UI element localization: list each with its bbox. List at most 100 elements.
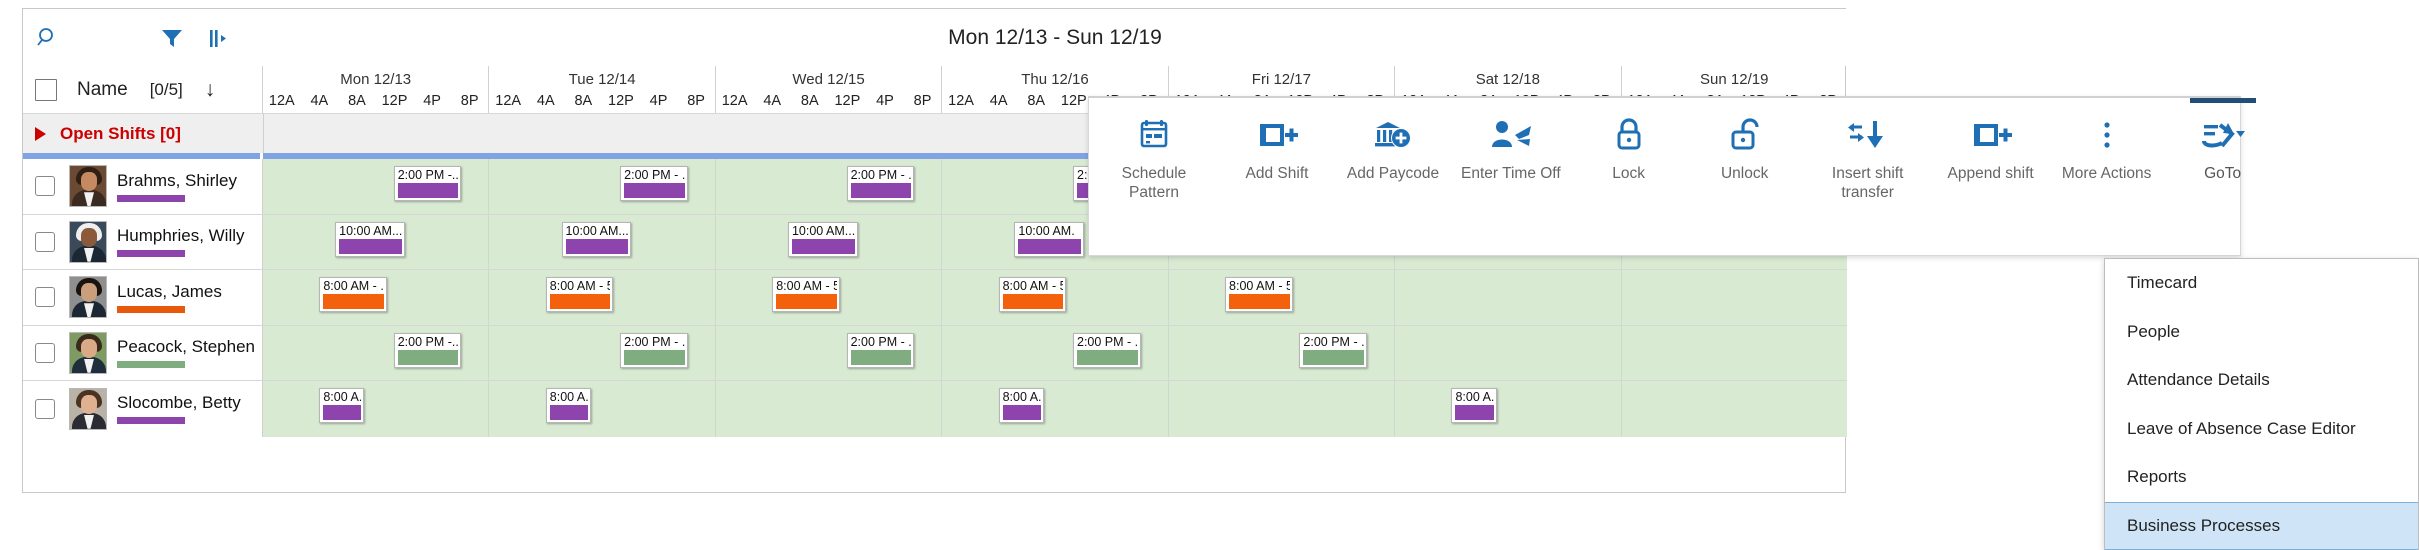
shift-chip[interactable]: 8:00 AM - 5... [545,277,614,312]
lock-icon [1609,112,1649,158]
schedule-cell[interactable] [1620,325,1847,380]
row-checkbox[interactable] [35,342,55,363]
schedule-cell[interactable] [1620,270,1847,325]
toolbar-button-enter-time-off[interactable]: Enter Time Off [1451,112,1571,183]
row-checkbox[interactable] [35,176,55,197]
filter-icon[interactable] [157,23,187,53]
shift-chip[interactable]: 2:00 PM - ... [1073,332,1141,368]
row-grid: 2:00 PM -... 2:00 PM - ... 2:00 PM - ... 2:… [263,325,1847,381]
schedule-cell[interactable]: 8:00 AM - ... [263,270,488,325]
shift-chip[interactable]: 10:00 AM. [1014,221,1085,257]
table-row[interactable]: Lucas, James 8:00 AM - ... 8:00 AM - 5... 8… [23,270,1847,326]
schedule-cell[interactable] [1394,270,1620,325]
shift-chip[interactable]: 8:00 AM - 5... [998,277,1067,312]
list-item[interactable]: Humphries, Willy [117,226,245,246]
toolbar-button-append-shift[interactable]: Append shift [1933,112,2049,183]
schedule-cell[interactable]: 8:00 A... [941,381,1167,437]
menu-item[interactable]: Business Processes [2105,501,2418,550]
schedule-cell[interactable]: 10:00 AM... [263,215,488,270]
schedule-cell[interactable]: 8:00 AM - 5... [714,270,941,325]
schedule-cell[interactable]: 2:00 PM - ... [1167,325,1394,380]
schedule-cell[interactable]: 10:00 AM... [488,214,714,269]
shift-color-bar [1455,405,1494,420]
shift-chip[interactable]: 8:00 AM - ... [319,277,387,312]
toolbar-button-goto[interactable]: GoTo [2165,112,2281,183]
schedule-cell[interactable]: 8:00 AM - 5... [941,270,1167,325]
table-row[interactable]: Peacock, Stephen 2:00 PM -... 2:00 PM - ..… [23,325,1847,381]
row-grid: 8:00 A... 8:00 A... 8:00 A... 8:00 A... [263,381,1847,437]
shift-chip[interactable]: 8:00 A... [1451,388,1497,423]
shift-chip[interactable]: 2:00 PM -... [393,166,462,201]
shift-chip[interactable]: 8:00 AM - 5... [772,277,840,312]
schedule-cell[interactable] [1167,381,1394,437]
toolbar-button-schedule-pattern[interactable]: Schedule Pattern [1089,112,1219,202]
shift-chip[interactable]: 8:00 AM - 5... [1225,277,1293,312]
shift-chip[interactable]: 8:00 A... [319,388,365,423]
toolbar-button-lock[interactable]: Lock [1571,112,1687,183]
toolbar-button-label: Lock [1612,165,1646,182]
shift-chip[interactable]: 2:00 PM - ... [620,166,688,201]
schedule-cell[interactable] [1620,381,1847,437]
schedule-cell[interactable]: 2:00 PM - ... [941,325,1167,380]
menu-item[interactable]: Attendance Details [2105,356,2418,405]
selection-indicator-bar [23,153,1847,159]
name-header-label: Name [77,78,128,100]
schedule-cell[interactable]: 8:00 A... [263,381,488,437]
schedule-cell[interactable]: 2:00 PM -... [263,159,488,214]
schedule-cell[interactable]: 8:00 AM - 5... [1167,270,1394,325]
expand-triangle-icon[interactable] [35,126,46,141]
shift-chip[interactable]: 2:00 PM - ... [846,332,915,368]
schedule-cell[interactable]: 2:00 PM - ... [714,325,941,380]
toolbar-button-add-shift[interactable]: Add Shift [1219,112,1335,183]
shift-chip[interactable]: 8:00 A... [545,388,591,423]
menu-item[interactable]: Reports [2105,453,2418,502]
schedule-cell[interactable]: 8:00 A... [1394,381,1620,437]
sort-arrow-icon[interactable]: ↓ [204,78,216,101]
hour-tick-label: 12P [1060,92,1087,109]
shift-chip[interactable]: 10:00 AM... [561,221,632,257]
list-item[interactable]: Peacock, Stephen [117,337,255,357]
employee-name-block: Brahms, Shirley [117,171,237,202]
shift-chip[interactable]: 8:00 A... [998,388,1044,423]
menu-item[interactable]: Leave of Absence Case Editor [2105,405,2418,454]
schedule-cell[interactable]: 2:00 PM - ... [714,159,941,214]
table-row[interactable]: Humphries, Willy 10:00 AM... 10:00 AM... 10… [23,214,1847,270]
toolbar-button-unlock[interactable]: Unlock [1687,112,1803,183]
list-item[interactable]: Lucas, James [117,281,222,301]
shift-chip[interactable]: 10:00 AM... [787,221,858,257]
shift-chip[interactable]: 10:00 AM... [335,221,405,257]
row-checkbox[interactable] [35,398,55,419]
select-all-checkbox[interactable] [35,78,57,101]
schedule-cell[interactable] [1394,325,1620,380]
shift-chip[interactable]: 2:00 PM -... [393,332,462,368]
employee-name-cell: Humphries, Willy [23,214,263,269]
column-selector-icon[interactable] [203,23,233,53]
shift-time-label: 2:00 PM - ... [850,168,912,182]
toolbar-button-more-actions[interactable]: More Actions [2049,112,2165,183]
schedule-cell[interactable]: 8:00 AM - 5... [488,270,714,325]
search-icon[interactable] [33,23,63,53]
shift-color-bar [1018,238,1082,254]
toolbar-button-label: Append shift [1947,165,2034,182]
shift-chip[interactable]: 2:00 PM - ... [620,332,688,368]
schedule-cell[interactable]: 8:00 A... [488,381,714,437]
schedule-cell[interactable]: 2:00 PM -... [263,326,488,381]
row-checkbox[interactable] [35,231,55,252]
shift-color-bar [565,238,629,254]
schedule-cell[interactable]: 10:00 AM. [941,214,1167,269]
schedule-cell[interactable] [714,381,941,437]
menu-item[interactable]: Timecard [2105,259,2418,308]
menu-item[interactable]: People [2105,308,2418,357]
list-item[interactable]: Slocombe, Betty [117,393,241,413]
shift-chip[interactable]: 2:00 PM - ... [846,166,915,201]
toolbar-button-add-paycode[interactable]: Add Paycode [1335,112,1451,183]
schedule-cell[interactable]: 10:00 AM... [714,214,941,269]
row-checkbox[interactable] [35,287,55,308]
schedule-cell[interactable]: 2:00 PM - ... [488,325,714,380]
toolbar-button-insert-shift-transfer[interactable]: Insert shift transfer [1803,112,1933,202]
schedule-cell[interactable]: 2:00 PM - ... [488,159,714,214]
shift-chip[interactable]: 2:00 PM - ... [1299,332,1368,368]
list-item[interactable]: Brahms, Shirley [117,170,237,190]
